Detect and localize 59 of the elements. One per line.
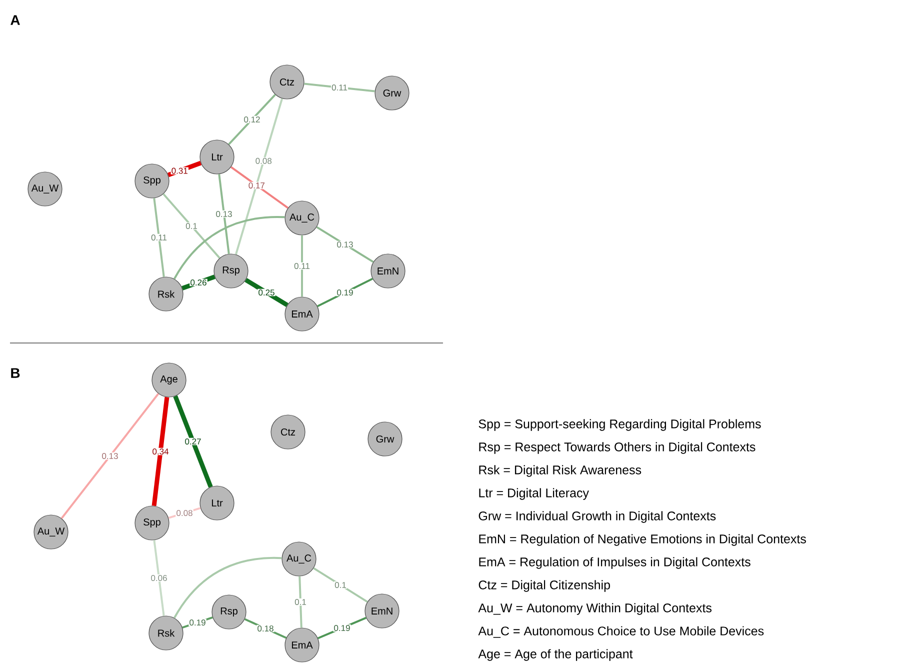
- edge-line: [244, 278, 288, 307]
- edge-line: [218, 174, 230, 254]
- edge-label: 0.18: [258, 626, 274, 632]
- edge-line: [317, 278, 373, 308]
- edge-label: 0.17: [248, 182, 264, 188]
- edge-line: [60, 393, 160, 519]
- edge-line: [304, 82, 375, 92]
- edge-label: 0.08: [256, 158, 272, 164]
- edge-label: 0.06: [151, 575, 167, 581]
- edge-label: 0.11: [332, 84, 348, 90]
- edge-line: [174, 557, 282, 618]
- legend-entry: Au_W = Autonomy Within Digital Contexts: [478, 603, 712, 615]
- edge-label: 0.25: [258, 290, 274, 296]
- edge-label: 0.27: [185, 438, 201, 444]
- legend-entry: Ltr = Digital Literacy: [479, 488, 589, 500]
- edge-line: [167, 160, 202, 178]
- edge-line: [162, 193, 220, 259]
- edge-label: 0.19: [190, 620, 206, 626]
- edge-line: [313, 567, 368, 603]
- edge-label: 0.26: [190, 280, 206, 286]
- edge-label: 0.1: [334, 582, 346, 588]
- edge-label: 0.13: [337, 242, 353, 248]
- edge-label: 0.1: [294, 599, 306, 606]
- edge-label: 0.11: [294, 263, 310, 269]
- legend-entry: EmA = Regulation of Impulses in Digital Contexts: [479, 557, 750, 569]
- edge-line: [301, 235, 303, 297]
- legend-entry: Age = Age of the participant: [478, 649, 633, 661]
- edge-line: [244, 618, 287, 639]
- edge-label: 0.34: [152, 448, 169, 454]
- panel-label: A: [10, 15, 20, 25]
- legend-entry: EmN = Regulation of Negative Emotions in Digital Contexts: [479, 534, 806, 546]
- edge-label: 0.19: [334, 625, 350, 632]
- legend-entry: Spp = Support-seeking Regarding Digital Problems: [478, 419, 761, 431]
- legend-entry: Rsk = Digital Risk Awareness: [479, 465, 642, 477]
- edge-line: [316, 226, 374, 263]
- edge-line: [234, 98, 284, 255]
- legend-entry: Rsp = Respect Towards Others in Digital Contexts: [479, 442, 756, 454]
- edge-line: [173, 395, 213, 488]
- edge-label: 0.13: [102, 453, 118, 459]
- edge-label: 0.1: [186, 223, 197, 229]
- legend-entry: Grw = Individual Growth in Digital Contexts: [478, 511, 716, 523]
- legend-entry: Ctz = Digital Citizenship: [478, 580, 610, 592]
- edge-line: [173, 216, 285, 280]
- edge-label: 0.31: [172, 168, 188, 174]
- panel-label: B: [11, 368, 20, 378]
- edge-label: 0.11: [151, 234, 167, 240]
- edge-label: 0.08: [176, 510, 192, 516]
- edge-line: [153, 198, 165, 277]
- edge-line: [318, 616, 366, 640]
- edge-label: 0.19: [337, 290, 353, 296]
- edge-line: [182, 274, 216, 290]
- edge-label: 0.12: [244, 116, 260, 122]
- edge-line: [298, 576, 302, 628]
- legend-entry: Au_C = Autonomous Choice to Use Mobile Devices: [478, 626, 764, 638]
- edge-line: [153, 540, 165, 616]
- edge-line: [152, 396, 170, 506]
- edge-line: [230, 166, 289, 209]
- edge-label: 0.13: [216, 211, 232, 217]
- edge-line: [228, 94, 276, 146]
